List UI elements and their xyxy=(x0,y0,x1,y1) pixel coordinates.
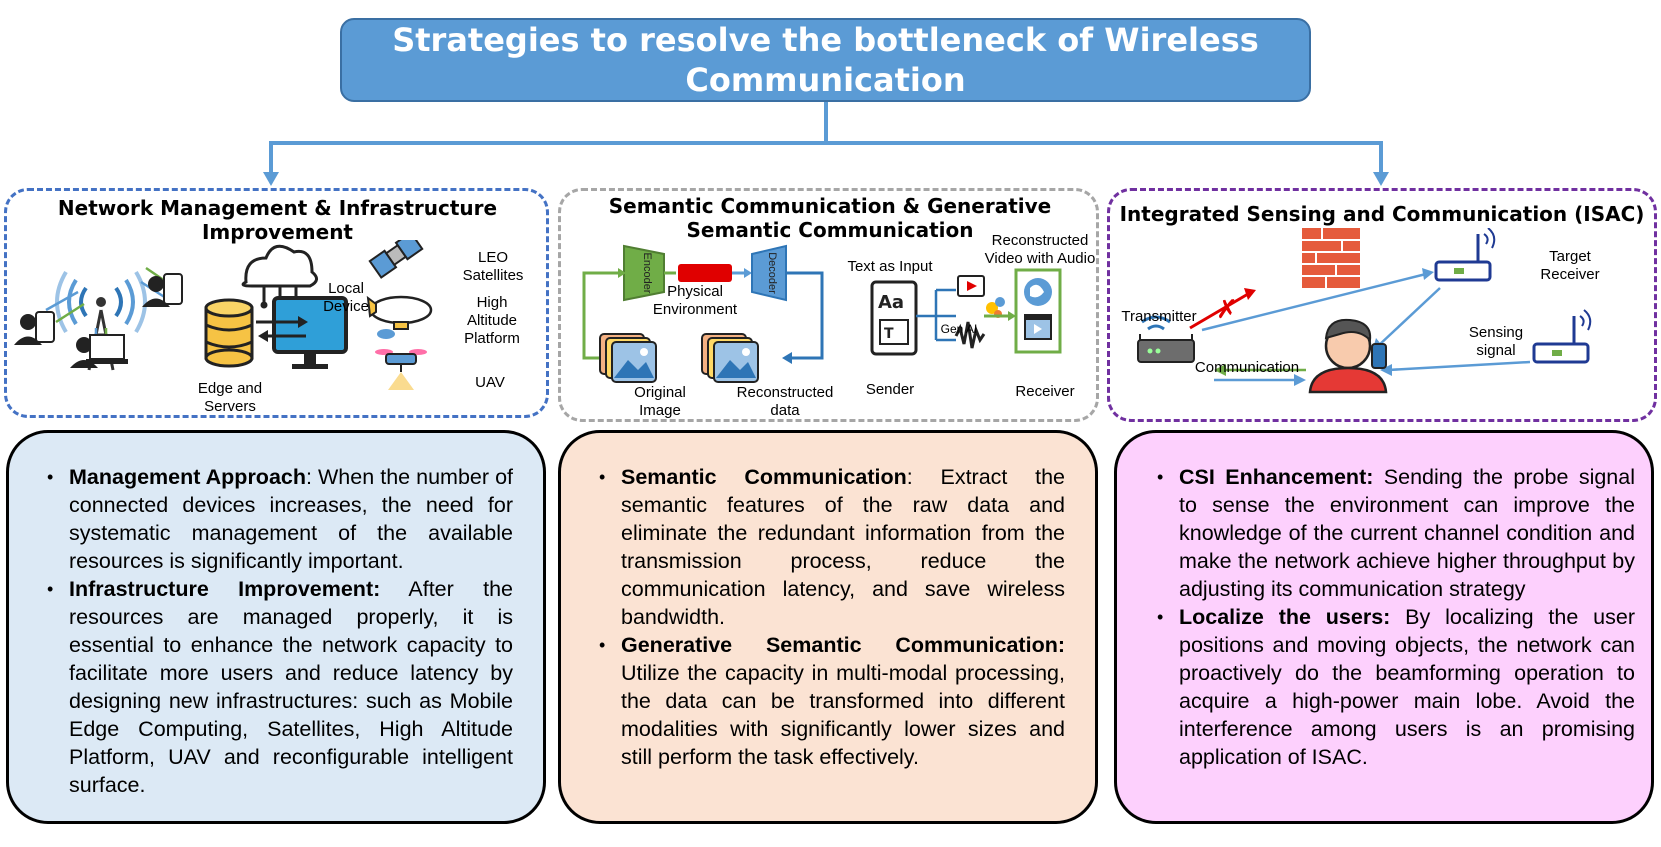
communication-label: Communication xyxy=(1194,359,1300,376)
receiver-label: Receiver xyxy=(1015,383,1075,400)
sender-label: Sender xyxy=(865,381,915,398)
target-receiver-label: Target Receiver xyxy=(1540,248,1600,283)
receiver-media-icon xyxy=(1014,268,1062,354)
semantic-communication-bullets: Semantic Communication: Extract the sema… xyxy=(599,463,1065,771)
link-arrow xyxy=(45,290,79,312)
bullet-management-approach: Management Approach: When the number of … xyxy=(47,463,513,575)
leo-satellites-label: LEO Satellites xyxy=(462,249,524,284)
link-arrow xyxy=(55,302,85,324)
drone-icon xyxy=(375,349,427,390)
satellite-icon xyxy=(368,240,424,279)
brick-wall-icon xyxy=(1302,228,1360,288)
network-management-title: Network Management & Infrastructure Impr… xyxy=(57,196,498,244)
original-image-label: Original Image xyxy=(634,384,686,419)
text-as-input-label: Text as Input xyxy=(847,258,933,275)
bullet-csi-enhancement: CSI Enhancement: Sending the probe signa… xyxy=(1157,463,1635,603)
connector-tree xyxy=(263,102,1389,186)
output-path xyxy=(786,271,824,360)
encoder-block xyxy=(623,244,665,302)
computer-monitor-icon xyxy=(272,296,348,369)
original-image-icon xyxy=(599,333,657,383)
svg-text:Aa: Aa xyxy=(878,292,904,313)
decoder-block xyxy=(751,244,787,302)
receiver-device-icon xyxy=(1532,309,1592,364)
bullet-localize-users: Localize the users: By localizing the us… xyxy=(1157,603,1635,771)
user-phone-icon-left xyxy=(14,311,55,345)
physical-channel-block xyxy=(678,264,732,282)
semantic-illustration: Encoder Decoder Aa T xyxy=(582,244,1062,383)
semantic-communication-title: Semantic Communication & Generative Sema… xyxy=(608,194,1052,242)
arrow-right xyxy=(1373,172,1389,186)
bullet-infrastructure-improvement: Infrastructure Improvement: After the re… xyxy=(47,575,513,799)
decoder-text: Decoder xyxy=(766,252,778,294)
text-document-icon: Aa T xyxy=(870,280,918,356)
comm-signal-arrow xyxy=(1201,272,1427,332)
arrow-left xyxy=(263,172,279,186)
transmitter-router-icon xyxy=(1137,315,1195,363)
bullet-generative-semantic-communication: Generative Semantic Communication: Utili… xyxy=(599,631,1065,771)
sensing-signal-label: Sensing signal xyxy=(1468,324,1524,359)
local-device-label: Local Device xyxy=(323,280,369,315)
isac-illustration: ✗ xyxy=(1137,228,1592,394)
svg-text:T: T xyxy=(884,326,894,342)
database-icon xyxy=(204,298,254,368)
isac-bullets: CSI Enhancement: Sending the probe signa… xyxy=(1157,463,1635,771)
airship-icon xyxy=(366,295,433,339)
isac-textbox: CSI Enhancement: Sending the probe signa… xyxy=(1114,430,1654,824)
isac-panel xyxy=(1107,188,1657,422)
gen-ai-icon xyxy=(916,275,1016,349)
main-title-text: Strategies to resolve the bottleneck of … xyxy=(392,21,1259,99)
bullet-semantic-communication: Semantic Communication: Extract the sema… xyxy=(599,463,1065,631)
user-phone-icon-right xyxy=(142,273,183,307)
blocked-x-mark: ✗ xyxy=(1216,295,1238,325)
gen-ai-label: Gen AI xyxy=(940,322,978,336)
network-management-panel xyxy=(4,188,549,418)
reflect-signal-arrow xyxy=(1387,360,1531,372)
physical-environment-label: Physical Environment xyxy=(652,283,738,318)
user-laptop-icon xyxy=(70,334,128,368)
main-title: Strategies to resolve the bottleneck of … xyxy=(340,18,1311,102)
reconstructed-data-label: Reconstructed data xyxy=(736,384,834,419)
semantic-communication-textbox: Semantic Communication: Extract the sema… xyxy=(558,430,1098,824)
high-altitude-platform-label: High Altitude Platform xyxy=(464,294,520,347)
target-receiver-icon xyxy=(1434,228,1496,282)
network-illustration xyxy=(14,240,433,390)
uav-label: UAV xyxy=(475,374,505,391)
reconstructed-image-icon xyxy=(701,333,759,383)
encoder-text: Encoder xyxy=(641,253,653,294)
isac-title: Integrated Sensing and Communication (IS… xyxy=(1119,202,1645,226)
semantic-communication-panel xyxy=(558,188,1099,422)
sensing-signal-arrow xyxy=(1377,287,1441,347)
edge-servers-label: Edge and Servers xyxy=(197,380,263,415)
network-management-textbox: Management Approach: When the number of … xyxy=(6,430,546,824)
network-management-bullets: Management Approach: When the number of … xyxy=(47,463,513,799)
transmitter-label: Transmitter xyxy=(1121,308,1197,325)
mobile-user-icon xyxy=(1308,318,1388,394)
blocked-signal-arrow xyxy=(1189,292,1249,330)
reconstructed-video-label: Reconstructed Video with Audio xyxy=(984,232,1096,267)
